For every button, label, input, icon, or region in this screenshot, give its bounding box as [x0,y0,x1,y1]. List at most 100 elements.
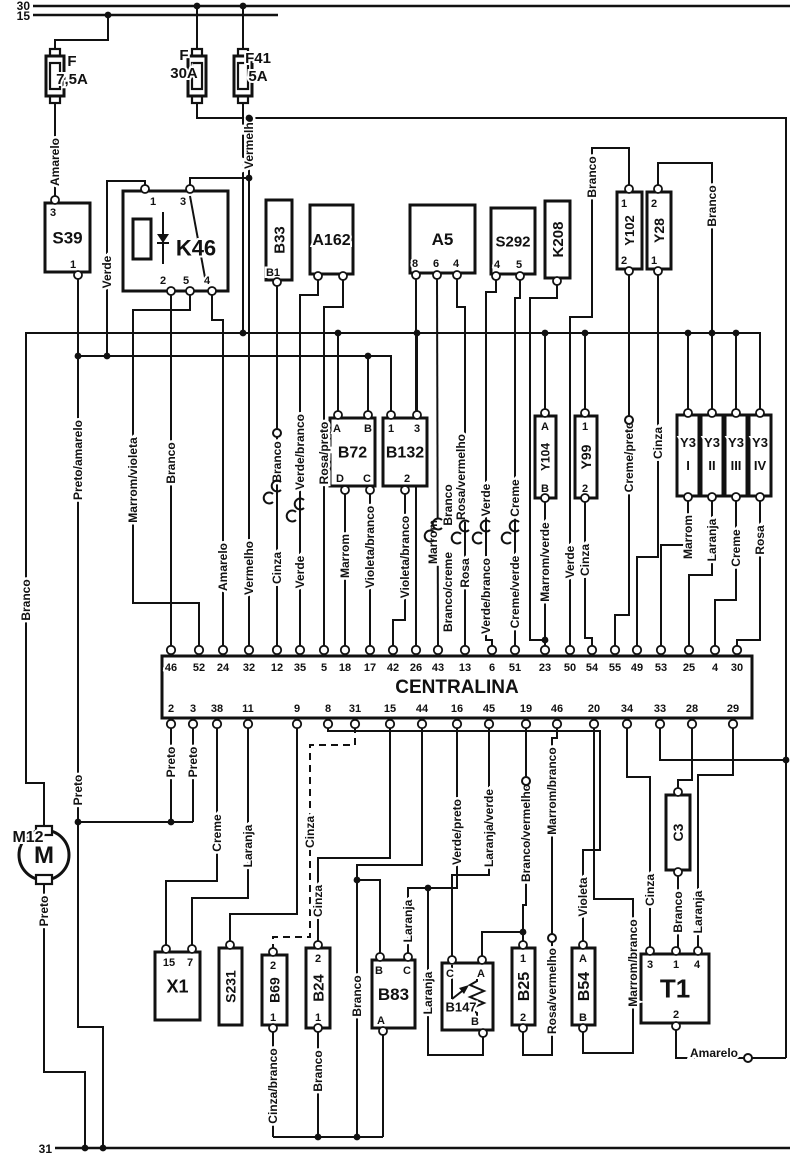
pin-1 [580,408,590,418]
junction-dot [74,352,82,360]
svg-text:5A: 5A [248,68,267,85]
pin-B [478,1028,488,1038]
svg-text:13: 13 [459,662,471,674]
wire [636,271,659,646]
ecu-pin-top-51 [509,644,521,656]
pin- [225,940,235,950]
svg-text:30A: 30A [170,65,198,82]
wire-label: Rosa [753,525,767,555]
ecu-pin-top-18 [339,644,351,656]
pin-B [363,410,373,420]
wire-label: Violeta/branco [363,506,377,588]
wire-label: Branco [350,975,364,1016]
wire-label: Rosa/vermelho [454,434,468,520]
wire [451,726,490,958]
ecu-pin-bottom-19 [520,718,532,730]
splice-symbol [270,479,282,493]
ecu-pin-top-43 [432,644,444,656]
svg-text:54: 54 [586,662,599,674]
component-label: B33 [271,226,288,254]
wire [481,931,523,958]
svg-text:C: C [403,965,411,977]
wire-label: Branco [671,891,685,932]
pin-C [447,955,457,965]
wire [427,888,484,1056]
wire-label: Preto [71,775,85,806]
rail-label-30: 30 [17,0,31,13]
svg-text:2: 2 [160,275,166,287]
pin-A [578,940,588,950]
svg-text:1: 1 [388,423,394,435]
ecu-pin-bottom-11 [242,718,254,730]
component-label: B83 [378,985,409,1004]
junction-dot [732,329,740,337]
wire-label: Amarelo [48,138,62,186]
ecu-pin-bottom-20 [588,718,600,730]
svg-text:45: 45 [483,703,495,715]
rail-label-15: 15 [17,9,31,23]
component-B33 [264,198,294,282]
pin- [731,492,741,502]
wire-label: Amarelo [216,543,230,591]
junction-dot [245,174,253,182]
pin-A [477,955,487,965]
ecu-pin-top-4 [709,644,721,656]
ecu-pin-top-52 [193,644,205,656]
junction-dot [314,1133,322,1141]
pin-5 [515,271,525,281]
connector-circle [547,933,557,943]
wire-label: Verde [100,255,114,288]
ecu-pin-top-54 [586,644,598,656]
svg-text:52: 52 [193,662,205,674]
svg-text:A: A [541,421,549,433]
ecu-pin-bottom-44 [416,718,428,730]
ecu-pin-top-35 [294,644,306,656]
wire [660,497,689,646]
svg-text:17: 17 [364,662,376,674]
component-label: C3 [670,823,686,841]
wire [132,293,200,646]
wire-label: Verde [293,555,307,588]
splice-symbol [471,531,483,545]
svg-text:Y3: Y3 [752,435,768,450]
wire-label: Cinza [270,552,284,584]
pin-C [365,485,375,495]
wire [77,279,104,1148]
svg-text:29: 29 [727,703,739,715]
svg-text:1: 1 [270,1012,276,1024]
junction-dot [104,11,112,19]
pin-1 [140,184,150,194]
svg-text:4: 4 [453,258,460,270]
svg-text:11: 11 [242,703,254,715]
svg-text:43: 43 [432,662,444,674]
pin-2 [653,184,663,194]
junction-dot [684,329,692,337]
pin-6 [432,270,442,280]
svg-text:1: 1 [651,255,657,267]
wire-label: Laranja [691,890,705,933]
wire-label: Branco/creme [441,552,455,632]
ecu-pin-top-5 [318,644,330,656]
junction-dot [239,329,247,337]
component-label: Y102 [622,215,637,245]
wire-label: Preto [164,747,178,778]
wire [584,498,593,646]
wire-label: Cinza [643,874,657,906]
svg-text:2: 2 [270,960,276,972]
svg-text:4: 4 [712,662,719,674]
component-label: B25 [516,972,533,1001]
component-S39 [43,201,92,274]
ecu-pin-top-46 [165,644,177,656]
wire-label: Laranja/verde [482,789,496,867]
pin- [673,787,683,797]
splice-symbol [431,517,443,531]
wire [522,726,527,943]
wire-label: Branco [164,442,178,483]
pin- [338,271,348,281]
wire [485,278,497,646]
wire-label: Vermelho [242,541,256,595]
wire [582,726,634,1054]
junction-dot [239,2,247,10]
